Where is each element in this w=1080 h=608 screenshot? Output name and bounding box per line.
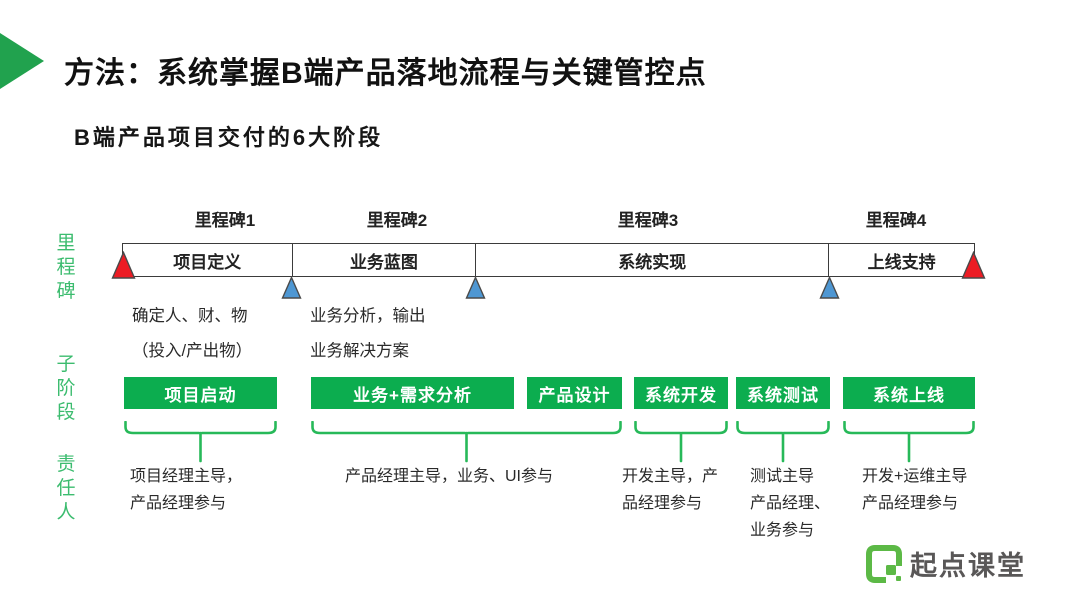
row-label-subphases: 子阶段: [56, 354, 76, 423]
owner-line: 产品经理参与: [862, 495, 959, 512]
note-line: （投入/产出物）: [132, 342, 253, 360]
logo-text: 起点课堂: [910, 551, 1026, 581]
brace-icon-5: [843, 421, 975, 463]
row-label-owners: 责任人: [56, 454, 76, 523]
milestone-label-1: 里程碑1: [194, 211, 256, 230]
brace-icon-3: [634, 421, 728, 463]
note-line: 业务解决方案: [310, 342, 409, 360]
timeline-bar: 项目定义 业务蓝图 系统实现 上线支持: [122, 243, 975, 277]
phase-box-system-testing: 系统测试: [736, 377, 830, 409]
milestone-marker-icon-2: [465, 276, 486, 299]
row-label-milestones: 里程碑: [56, 233, 76, 302]
owner-line: 产品经理主导，业务、UI参与: [345, 468, 554, 485]
milestone-marker-icon-3: [819, 276, 840, 299]
milestone-label-2: 里程碑2: [366, 211, 428, 230]
timeline-segment-launch-support: 上线支持: [828, 244, 974, 276]
note-business-blueprint: 业务分析，输出 业务解决方案: [310, 299, 426, 369]
qidian-logo: 起点课堂: [866, 544, 1026, 583]
timeline-segment-business-blueprint: 业务蓝图: [291, 244, 476, 276]
phase-box-product-design: 产品设计: [527, 377, 622, 409]
brace-icon-2: [311, 421, 622, 463]
accent-arrow-icon: [0, 33, 44, 89]
brace-icon-4: [736, 421, 830, 463]
owner-line: 产品经理、: [750, 495, 831, 512]
owner-note-launch: 开发+运维主导 产品经理参与: [862, 463, 967, 517]
owner-line: 业务参与: [750, 522, 815, 539]
owner-note-requirements: 产品经理主导，业务、UI参与: [345, 463, 553, 490]
end-marker-icon: [961, 251, 986, 279]
note-line: 确定人、财、物: [132, 307, 248, 325]
owner-line: 开发主导，产: [622, 468, 719, 485]
page-title: 方法：系统掌握B端产品落地流程与关键管控点: [64, 57, 707, 90]
phase-box-system-launch: 系统上线: [843, 377, 975, 409]
note-project-definition: 确定人、财、物 （投入/产出物）: [132, 299, 252, 369]
owner-line: 开发+运维主导: [862, 468, 968, 485]
start-marker-icon: [111, 251, 136, 279]
page-subtitle: B端产品项目交付的6大阶段: [74, 125, 384, 150]
owner-note-development: 开发主导，产 品经理参与: [622, 463, 718, 517]
milestone-marker-icon-1: [281, 276, 302, 299]
owner-line: 测试主导: [750, 468, 815, 485]
brace-icon-1: [124, 421, 277, 463]
owner-line: 产品经理参与: [130, 495, 227, 512]
owner-line: 项目经理主导，: [130, 468, 243, 485]
note-line: 业务分析，输出: [310, 307, 426, 325]
milestone-label-3: 里程碑3: [617, 211, 679, 230]
timeline-segment-project-definition: 项目定义: [173, 252, 242, 272]
milestone-label-4: 里程碑4: [865, 211, 927, 230]
timeline-segment-system-implementation: 系统实现: [475, 244, 828, 276]
phase-box-business-requirements: 业务+需求分析: [311, 377, 514, 409]
owner-note-testing: 测试主导 产品经理、 业务参与: [750, 463, 830, 544]
owner-note-project-kickoff: 项目经理主导， 产品经理参与: [130, 463, 242, 517]
qidian-logo-icon: [866, 544, 902, 583]
phase-box-project-kickoff: 项目启动: [124, 377, 277, 409]
owner-line: 品经理参与: [622, 495, 703, 512]
phase-box-system-development: 系统开发: [634, 377, 728, 409]
